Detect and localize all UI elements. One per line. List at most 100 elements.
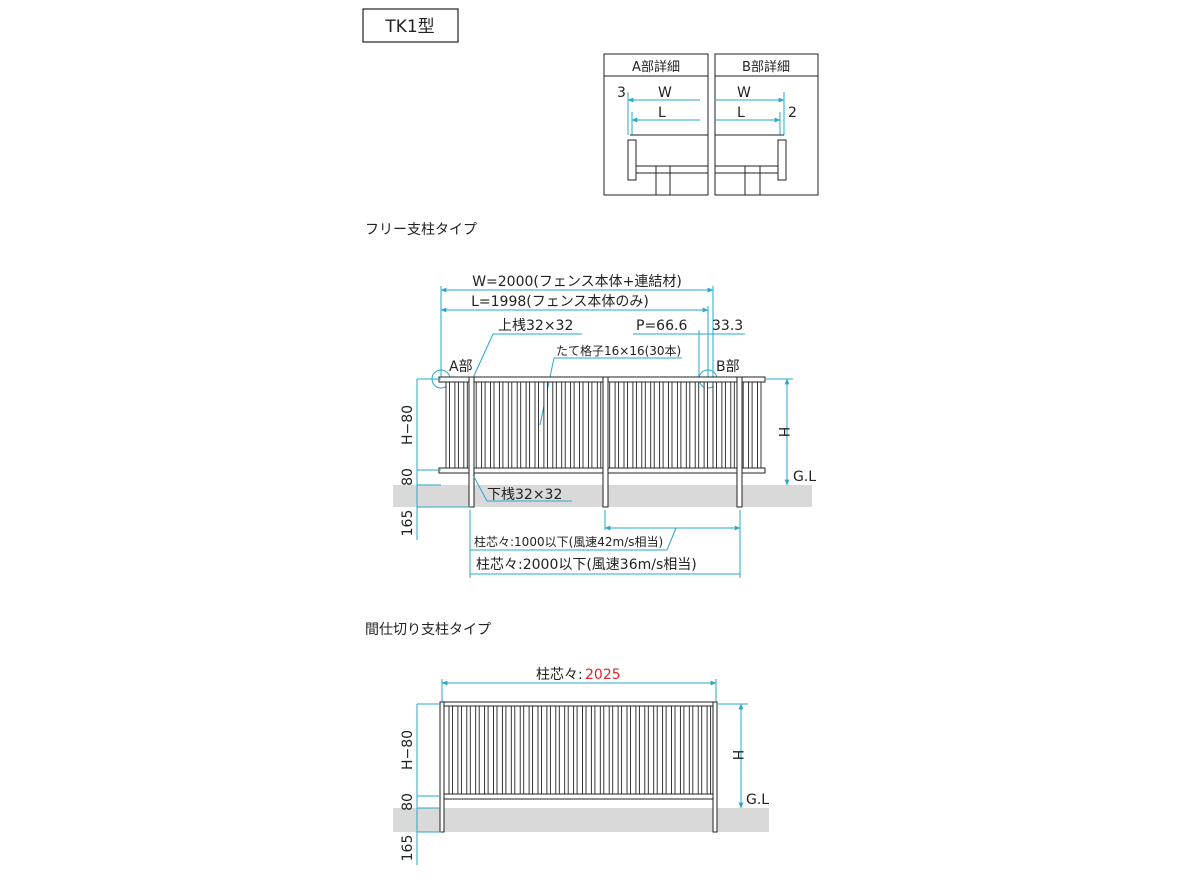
partition-picket-18 [599, 705, 605, 795]
free-h-label: H [775, 427, 791, 438]
free-b-part: B部 [716, 359, 740, 375]
partition-picket-16 [582, 705, 587, 795]
partition-picket-21 [626, 705, 631, 795]
free-span-1000: 柱芯々:1000以下(風速42m/s相当) [474, 534, 663, 549]
partition-picket-group [448, 705, 712, 795]
free-picket-9 [516, 381, 522, 469]
free-gl: G.L [793, 469, 816, 485]
free-top-rail: 上桟32×32 [498, 318, 573, 334]
free-picket-23 [641, 381, 646, 469]
free-h-minus: H−80 [400, 405, 416, 445]
free-picket-11 [534, 381, 539, 469]
partition-picket-4 [475, 705, 480, 795]
free-picket-12 [543, 381, 548, 469]
free-picket-13 [552, 381, 557, 469]
partition-picket-17 [590, 705, 596, 795]
detail-a-l: L [658, 105, 666, 121]
free-picket-5 [481, 381, 486, 469]
partition-picket-12 [546, 705, 551, 795]
partition-picket-13 [555, 705, 560, 795]
free-post-diagram: W=2000(フェンス本体+連結材) L=1998(フェンス本体のみ) 上桟32… [393, 274, 816, 578]
free-picket-31 [712, 381, 717, 469]
free-picket-32 [721, 381, 726, 469]
partition-post-right [712, 701, 718, 833]
free-picket-30 [703, 381, 709, 469]
partition-picket-19 [608, 705, 614, 795]
free-picket-24 [650, 381, 655, 469]
partition-picket-15 [573, 705, 578, 795]
partition-picket-20 [617, 705, 623, 795]
partition-picket-6 [493, 705, 498, 795]
free-picket-15 [570, 381, 575, 469]
partition-picket-3 [466, 705, 471, 795]
free-picket-2 [454, 381, 459, 469]
free-l-label: L=1998(フェンス本体のみ) [471, 294, 649, 310]
free-picket-14 [561, 381, 566, 469]
partition-picket-23 [644, 705, 649, 795]
free-picket-10 [525, 381, 531, 469]
free-picket-group [445, 381, 762, 469]
free-w-label: W=2000(フェンス本体+連結材) [472, 274, 682, 290]
partition-picket-7 [501, 705, 507, 795]
partition-picket-8 [510, 705, 516, 795]
model-label: TK1型 [384, 17, 434, 37]
free-post-2 [602, 376, 609, 508]
free-picket-21 [623, 381, 628, 469]
free-pitch: P=66.6 [636, 318, 687, 334]
free-end-gap: 33.3 [712, 318, 743, 334]
partition-picket-27 [679, 705, 685, 795]
partition-picket-14 [564, 705, 569, 795]
free-span-2000: 柱芯々:2000以下(風速36m/s相当) [476, 557, 697, 573]
free-picket-20 [614, 381, 620, 469]
free-post-1 [468, 376, 475, 508]
free-top-rail-shape [438, 376, 766, 383]
detail-b-w: W [737, 85, 751, 101]
partition-picket-24 [653, 705, 658, 795]
partition-picket-28 [688, 705, 694, 795]
detail-b: B部詳細 W L 2 [714, 53, 819, 196]
free-picket-18 [596, 381, 602, 469]
partition-picket-11 [537, 705, 542, 795]
partition-post-diagram: 柱芯々: 2025 H G.L H−80 80 165 [393, 667, 769, 865]
detail-a-title: A部詳細 [632, 59, 680, 75]
free-picket-29 [694, 381, 700, 469]
detail-b-title: B部詳細 [742, 59, 790, 75]
free-picket-6 [490, 381, 495, 469]
partition-post-left [439, 701, 445, 833]
free-picket-16 [579, 381, 584, 469]
partition-ground [393, 808, 769, 832]
free-picket-8 [507, 381, 513, 469]
free-embed: 165 [400, 510, 416, 537]
partition-picket-2 [457, 705, 462, 795]
free-picket-17 [587, 381, 593, 469]
free-picket-27 [676, 381, 682, 469]
free-picket-35 [748, 381, 753, 469]
partition-bottom-gap: 80 [400, 793, 416, 811]
partition-picket-9 [519, 705, 525, 795]
partition-h-minus: H−80 [400, 730, 416, 770]
partition-gl: G.L [746, 792, 769, 808]
partition-picket-1 [448, 705, 453, 795]
partition-h-label: H [729, 750, 745, 761]
free-post-3 [736, 376, 743, 508]
partition-picket-5 [484, 705, 489, 795]
free-picket-26 [668, 381, 673, 469]
free-picket-25 [659, 381, 664, 469]
partition-bottom-rail [442, 793, 715, 800]
model-label-box: TK1型 [362, 8, 459, 43]
free-picket-7 [498, 381, 504, 469]
partition-picket-26 [671, 705, 676, 795]
detail-a-gap: 3 [617, 85, 626, 101]
partition-span-prefix: 柱芯々: [536, 667, 583, 683]
partition-picket-30 [706, 705, 712, 795]
free-picket-3 [463, 381, 468, 469]
detail-b-gap: 2 [788, 105, 797, 121]
free-picket-33 [730, 381, 735, 469]
detail-b-l: L [737, 105, 745, 121]
free-bottom-rail-shape [438, 467, 766, 474]
partition-picket-10 [528, 705, 534, 795]
free-picket-28 [685, 381, 691, 469]
partition-post-heading: 間仕切り支柱タイプ [365, 622, 491, 638]
free-picket-1 [445, 381, 450, 469]
